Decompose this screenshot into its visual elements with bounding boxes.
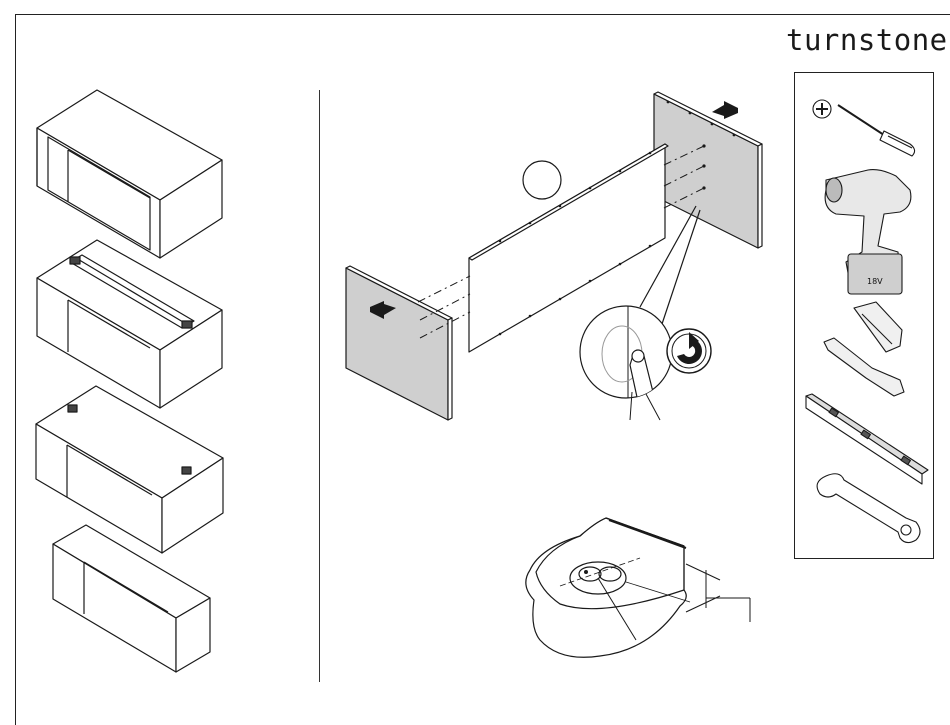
level-icon — [806, 394, 928, 484]
desk-with-grommet-channel — [37, 240, 222, 408]
cam-lock-detail — [526, 518, 750, 657]
cordless-drill-icon: 18V — [825, 170, 911, 294]
brand-name: turnstone — [786, 23, 948, 57]
right-end-panel — [654, 92, 762, 248]
detail-magnifier — [580, 300, 672, 420]
desk-plain — [37, 90, 222, 258]
step-number-circle — [523, 161, 561, 199]
drive-bits-icon — [824, 302, 904, 396]
rotate-clockwise-icon — [667, 329, 711, 373]
required-tools: 18V — [794, 72, 934, 559]
assembly-diagram — [320, 0, 790, 725]
drill-battery-label: 18V — [867, 277, 883, 286]
wrench-icon — [817, 474, 920, 543]
left-end-panel — [346, 266, 452, 420]
desk-variants-panel — [0, 0, 320, 725]
direction-arrow-left — [712, 101, 738, 119]
brand-logo: turnstone° — [786, 26, 950, 55]
desk-return — [53, 525, 210, 672]
desk-with-grommets — [36, 386, 223, 553]
phillips-screwdriver-icon — [813, 100, 915, 156]
